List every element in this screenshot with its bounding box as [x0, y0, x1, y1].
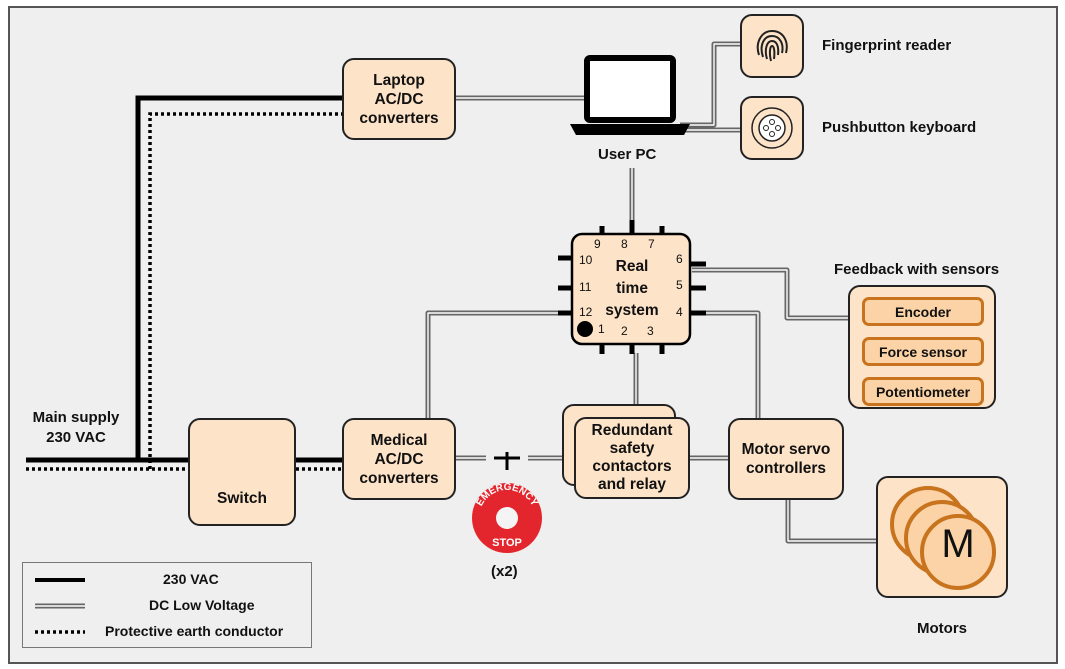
- emergency-stop-icon: EMERGENCY STOP: [472, 482, 542, 553]
- motors-label: Motors: [917, 620, 967, 637]
- potentiometer-sensor: Potentiometer: [862, 377, 984, 406]
- legend-dc-label: DC Low Voltage: [149, 597, 255, 613]
- real-time-system-label: Real time system: [605, 258, 659, 319]
- chip-pin-12: 12: [579, 305, 593, 319]
- chip-pin-5: 5: [676, 278, 683, 292]
- user-pc-label: User PC: [598, 146, 657, 163]
- laptop-converters-label: Laptop AC/DC converters: [359, 71, 439, 127]
- switch-box: Switch: [188, 418, 296, 526]
- chip-pin-8: 8: [621, 237, 628, 251]
- emergency-contact-symbol: [494, 452, 520, 470]
- emergency-count-label: (x2): [491, 563, 518, 580]
- stop-label: STOP: [492, 537, 522, 549]
- chip-pin-3: 3: [647, 324, 654, 338]
- motor-icon: [890, 486, 996, 590]
- switch-label: Switch: [217, 490, 267, 507]
- chip-pin-10: 10: [579, 253, 593, 267]
- pushbutton-keyboard-label: Pushbutton keyboard: [822, 119, 977, 136]
- ac-wires: [26, 95, 342, 463]
- fingerprint-icon: [756, 29, 788, 62]
- legend-earth-label: Protective earth conductor: [105, 623, 284, 639]
- feedback-title: Feedback with sensors: [834, 261, 1000, 278]
- fingerprint-reader-label: Fingerprint reader: [822, 37, 952, 54]
- laptop-icon: [570, 55, 690, 135]
- legend-swatches: [35, 578, 85, 634]
- chip-pin-7: 7: [648, 237, 655, 251]
- chip-pin-2: 2: [621, 324, 628, 338]
- medical-converters-box: Medical AC/DC converters: [342, 418, 456, 500]
- chip-body: [558, 220, 706, 354]
- fingerprint-reader-box: [740, 14, 804, 78]
- chip-pin-9: 9: [594, 237, 601, 251]
- keyboard-button-icon: [751, 107, 793, 149]
- laptop-converters-box: Laptop AC/DC converters: [342, 58, 456, 140]
- encoder-sensor: Encoder: [862, 297, 984, 326]
- main-supply-label: Main supply 230 VAC: [32, 409, 120, 446]
- legend-ac-label: 230 VAC: [163, 571, 219, 587]
- chip-pin-1: 1: [598, 322, 605, 336]
- earth-wires: [26, 112, 342, 471]
- redundant-safety-box: Redundant safety contactors and relay: [574, 417, 690, 499]
- dc-wires: [425, 41, 880, 544]
- motors-box: M: [876, 476, 1008, 598]
- motor-servo-box: Motor servo controllers: [728, 418, 844, 500]
- motor-servo-label: Motor servo controllers: [741, 441, 831, 477]
- pushbutton-keyboard-box: [740, 96, 804, 160]
- redundant-safety-label: Redundant safety contactors and relay: [591, 422, 673, 493]
- chip-pin-4: 4: [676, 305, 683, 319]
- medical-converters-label: Medical AC/DC converters: [359, 431, 439, 487]
- chip-pin-6: 6: [676, 252, 683, 266]
- motor-symbol: M: [941, 522, 975, 566]
- chip-pin-11: 11: [579, 280, 592, 294]
- force-sensor: Force sensor: [862, 337, 984, 366]
- legend-box: 230 VAC DC Low Voltage Protective earth …: [22, 562, 312, 648]
